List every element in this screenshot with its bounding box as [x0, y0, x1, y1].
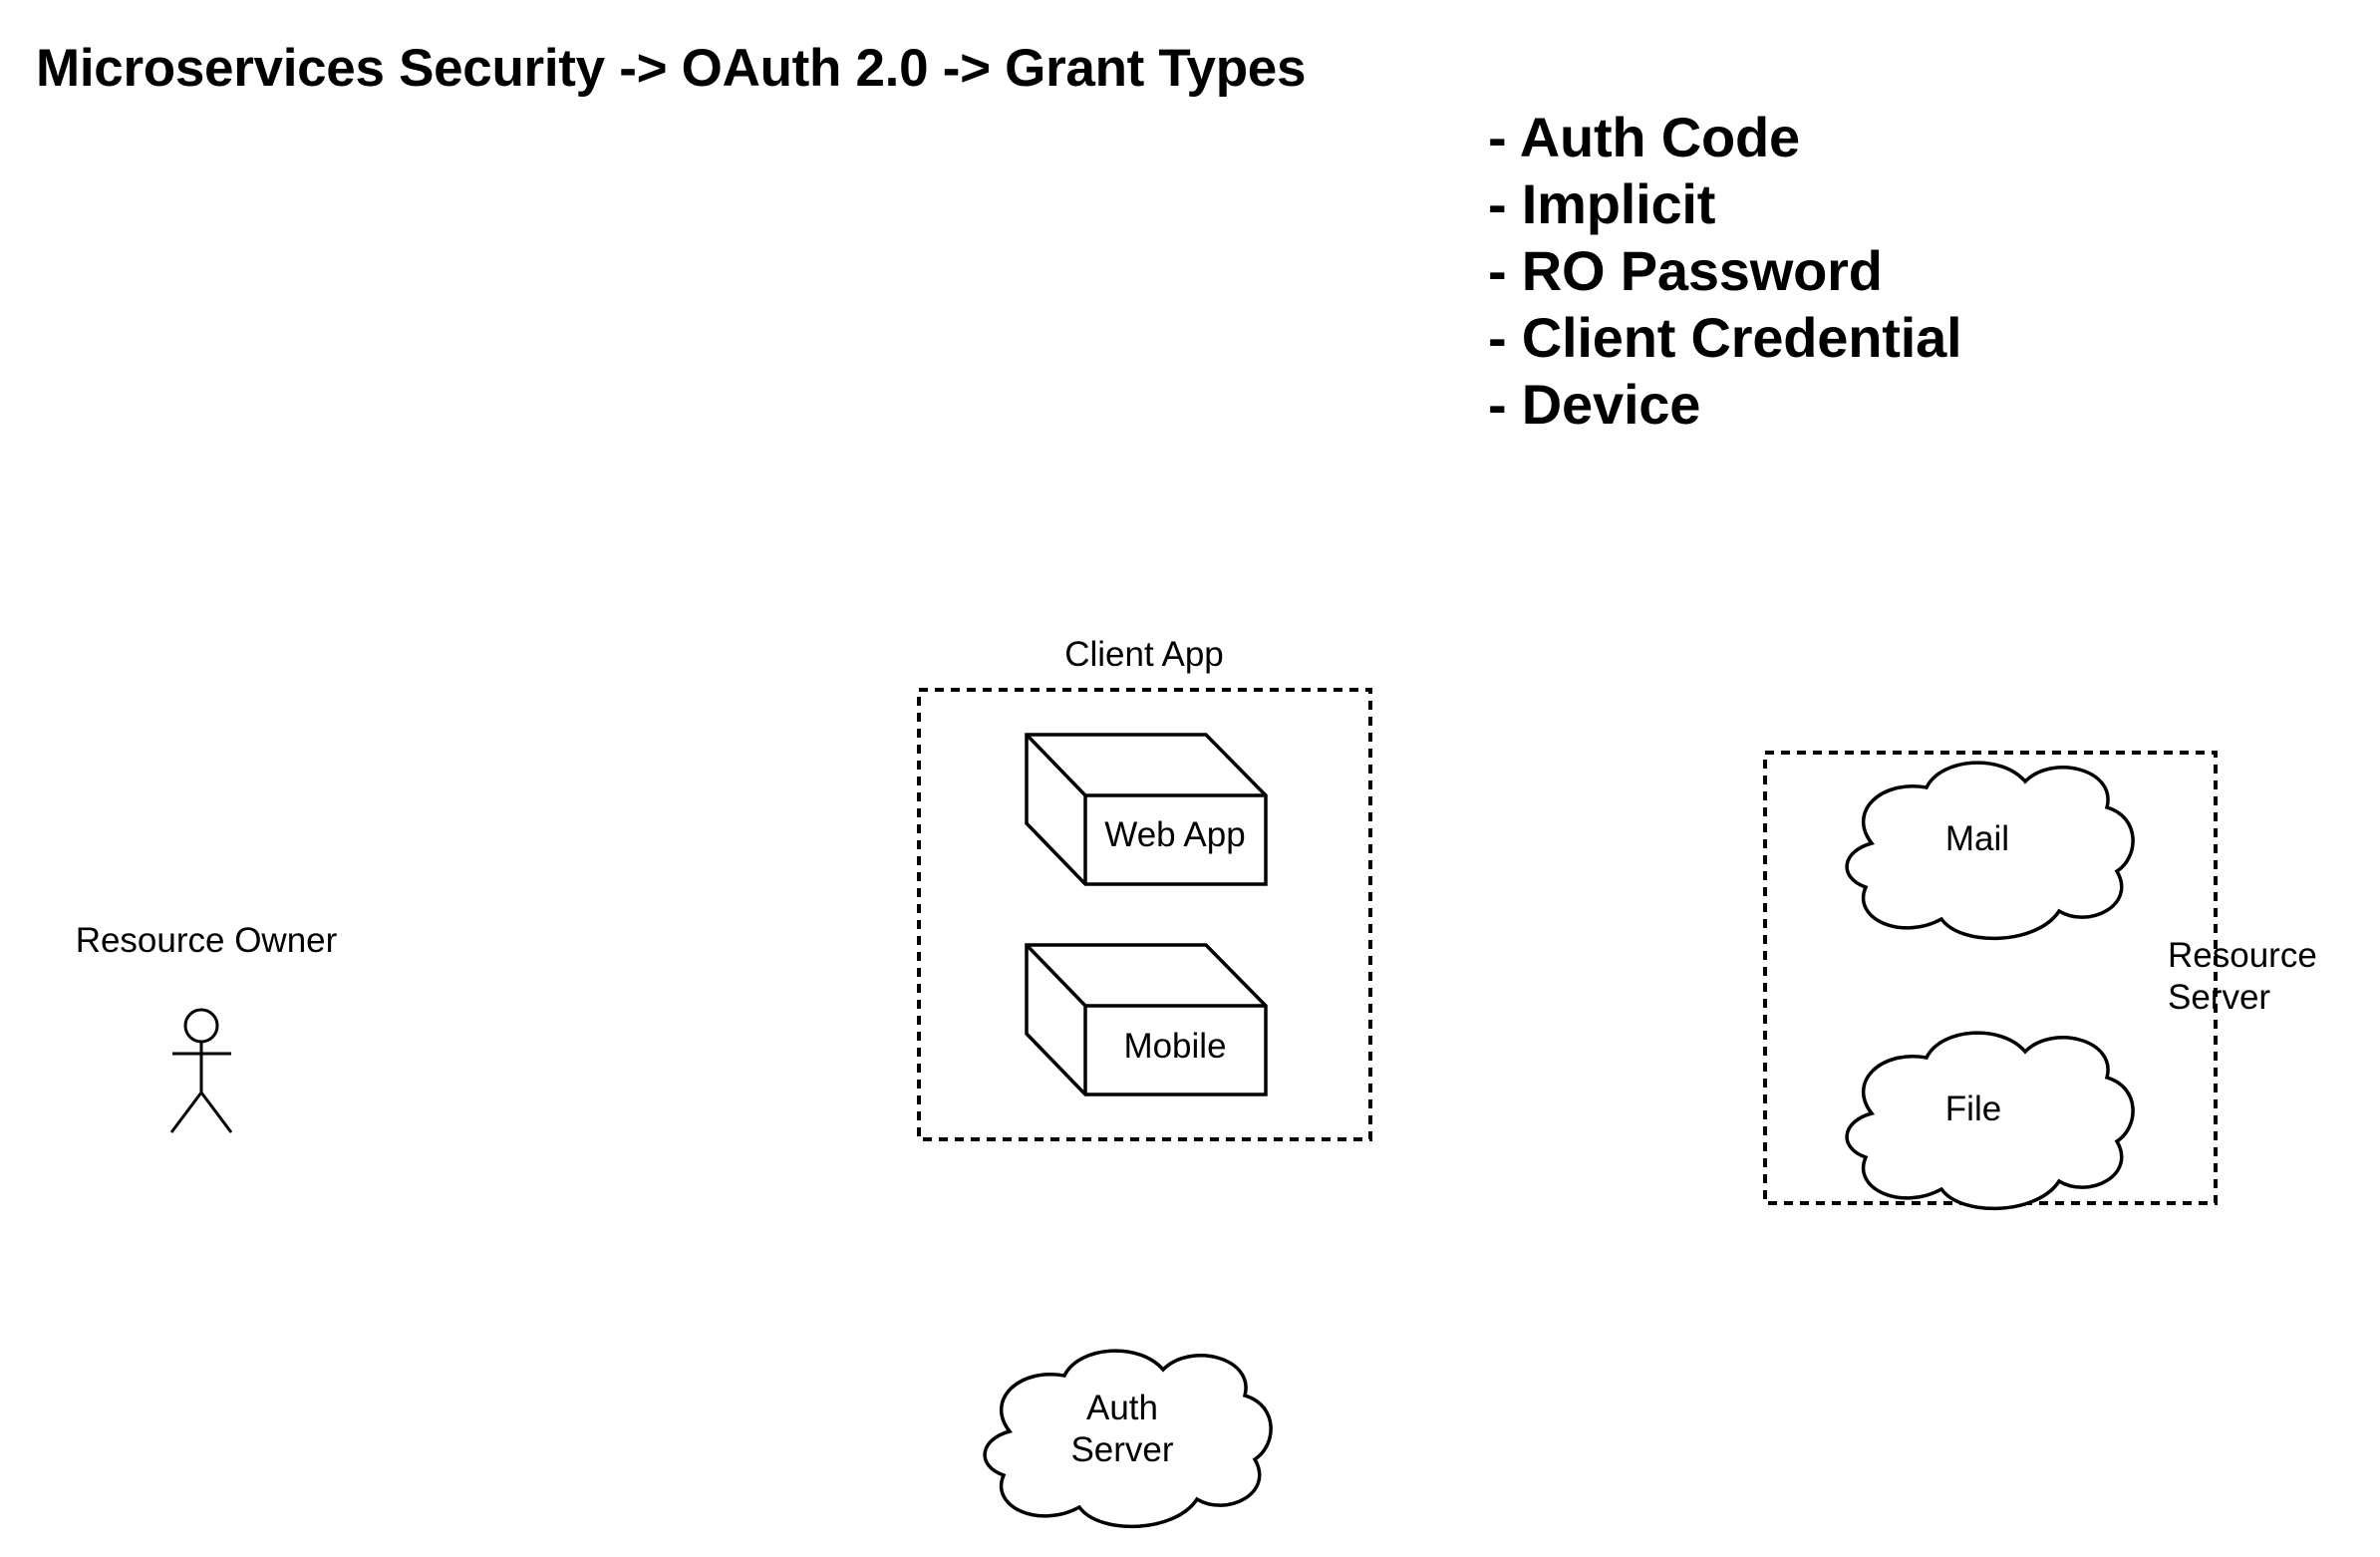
page-title: Microservices Security -> OAuth 2.0 -> G… — [36, 39, 1307, 98]
resource-server-group: Mail File Resource Server — [1763, 751, 2317, 1211]
auth-server-label-line2: Server — [1070, 1430, 1173, 1469]
grant-type-auth-code: - Auth Code — [1488, 106, 1800, 168]
client-app-label: Client App — [1064, 635, 1224, 674]
mobile-node — [1025, 943, 1268, 1096]
resource-server-label-line2: Server — [2168, 978, 2270, 1017]
client-app-boundary — [917, 688, 1372, 1141]
grant-type-device: - Device — [1488, 373, 1701, 436]
grant-type-ro-password: - RO Password — [1488, 239, 1883, 302]
mobile-label: Mobile — [1123, 1027, 1226, 1066]
resource-owner: Resource Owner — [76, 921, 338, 1133]
web-app-node — [1025, 733, 1268, 886]
auth-server: Auth Server — [983, 1349, 1273, 1529]
mail-label: Mail — [1945, 819, 2009, 858]
grant-type-client-credential: - Client Credential — [1488, 306, 1962, 369]
resource-server-label-line1: Resource — [2168, 936, 2317, 975]
grant-types-list: - Auth Code - Implicit - RO Password - C… — [1488, 104, 1962, 438]
resource-owner-label: Resource Owner — [76, 921, 338, 960]
stick-figure-actor-icon — [169, 1008, 233, 1133]
web-app-label: Web App — [1104, 815, 1245, 854]
client-app-group: Client App Web App Mobile — [917, 635, 1372, 1141]
auth-server-label-line1: Auth — [1086, 1389, 1158, 1427]
resource-server-boundary — [1763, 751, 2218, 1205]
grant-type-implicit: - Implicit — [1488, 172, 1716, 235]
file-label: File — [1945, 1090, 2001, 1128]
